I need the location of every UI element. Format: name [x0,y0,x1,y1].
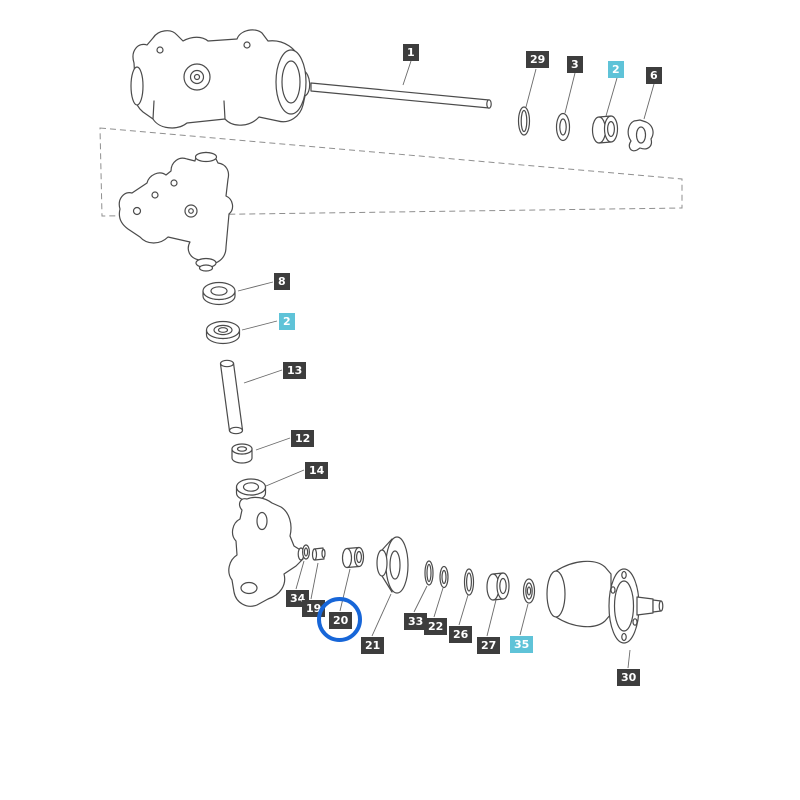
part-bearing-8 [202,281,236,306]
part-label-33[interactable]: 33 [404,613,428,630]
part-label-6[interactable]: 6 [646,67,662,84]
part-kingpin-housing [118,151,234,272]
part-label-2-seal[interactable]: 2 [279,313,295,330]
part-label-3[interactable]: 3 [567,56,583,73]
part-label-21[interactable]: 21 [361,637,385,654]
part-cap-6 [627,119,654,152]
part-bushing-12 [231,443,253,464]
part-snap-ring-29 [517,106,531,136]
selected-part-circle [317,597,362,642]
part-kingpin-13 [219,359,244,435]
part-spacer-20 [341,546,365,569]
part-seal-2-kingpin [205,320,241,345]
part-washer-34 [302,544,311,560]
part-seal-35 [522,578,536,604]
part-washer-22 [439,565,449,589]
part-label-30[interactable]: 30 [617,669,641,686]
part-label-14[interactable]: 14 [305,462,329,479]
part-label-35[interactable]: 35 [510,636,534,653]
part-label-8[interactable]: 8 [274,273,290,290]
part-bushing-2-top [591,115,619,144]
part-cover-21 [376,536,409,594]
part-label-29[interactable]: 29 [526,51,550,68]
part-label-22[interactable]: 22 [424,618,448,635]
part-label-12[interactable]: 12 [291,430,315,447]
part-label-1[interactable]: 1 [403,44,419,61]
part-pin-19 [311,547,326,561]
part-label-27[interactable]: 27 [477,637,501,654]
part-drive-shaft-1 [310,82,492,109]
part-ring-26 [463,568,475,596]
part-front-axle-housing [130,29,311,129]
part-washer-3 [555,112,571,142]
part-label-26[interactable]: 26 [449,626,473,643]
assembly-plane-outline [99,127,683,217]
part-bearing-27 [486,572,510,601]
part-label-13[interactable]: 13 [283,362,307,379]
part-steering-knuckle [228,496,305,607]
leader-lines [237,60,655,669]
part-hub-30 [546,560,664,644]
part-label-2-top[interactable]: 2 [608,61,624,78]
part-ring-33 [424,560,434,586]
